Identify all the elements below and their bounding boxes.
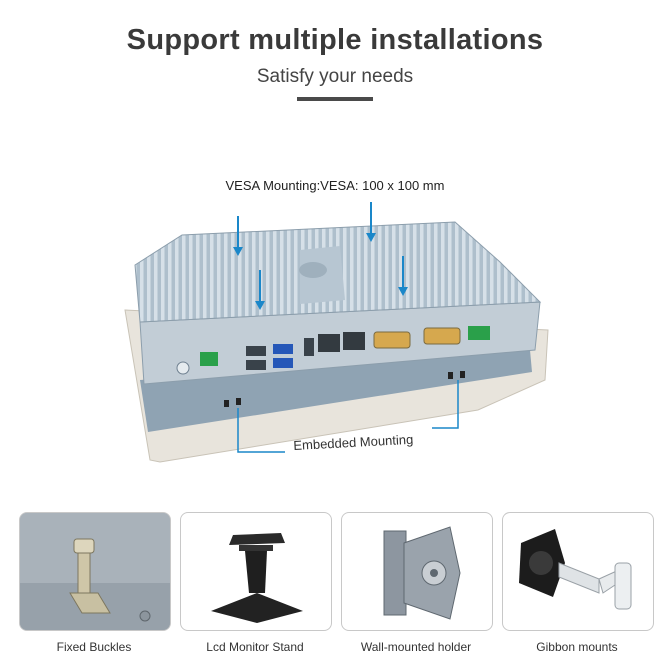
embedded-bracket-left (237, 408, 285, 453)
caption-gibbon-mounts: Gibbon mounts (536, 640, 618, 654)
caption-wall-mounted-holder: Wall-mounted holder (360, 640, 472, 654)
dc-terminal (468, 326, 490, 340)
title-underline (297, 97, 373, 101)
mount-slot (448, 372, 453, 379)
vesa-center-disc (299, 262, 327, 278)
wall-mount-icon (383, 526, 461, 620)
usb3-port (273, 344, 293, 354)
com-port (423, 327, 461, 345)
usb-port (246, 360, 266, 370)
embedded-bracket-right (432, 380, 459, 429)
caption-fixed-buckles: Fixed Buckles (56, 640, 132, 654)
lan-port (318, 334, 340, 352)
vesa-mounting-label: VESA Mounting:VESA: 100 x 100 mm (225, 178, 445, 193)
option-wall-mounted-holder[interactable] (341, 512, 493, 631)
buckle-icon (20, 513, 170, 630)
com-port (373, 331, 411, 349)
option-fixed-buckles[interactable] (19, 512, 171, 631)
page-title: Support multiple installations (126, 24, 544, 56)
power-button-icon (176, 361, 190, 375)
mount-slot (236, 398, 241, 405)
usb3-port (273, 358, 293, 368)
lan-port (343, 332, 365, 350)
hdmi-port (304, 338, 314, 356)
vesa-arrows (233, 202, 408, 310)
mount-slot (224, 400, 229, 407)
page-subtitle: Satisfy your needs (256, 66, 414, 87)
option-gibbon-mounts[interactable] (502, 512, 654, 631)
power-terminal (200, 352, 218, 366)
option-lcd-monitor-stand[interactable] (180, 512, 332, 631)
usb-port (246, 346, 266, 356)
mount-slot (460, 371, 465, 378)
gibbon-arm-icon (519, 529, 632, 610)
monitor-stand-icon (211, 533, 303, 623)
panel-pc-rear-view (124, 202, 549, 463)
caption-lcd-monitor-stand: Lcd Monitor Stand (206, 640, 304, 654)
